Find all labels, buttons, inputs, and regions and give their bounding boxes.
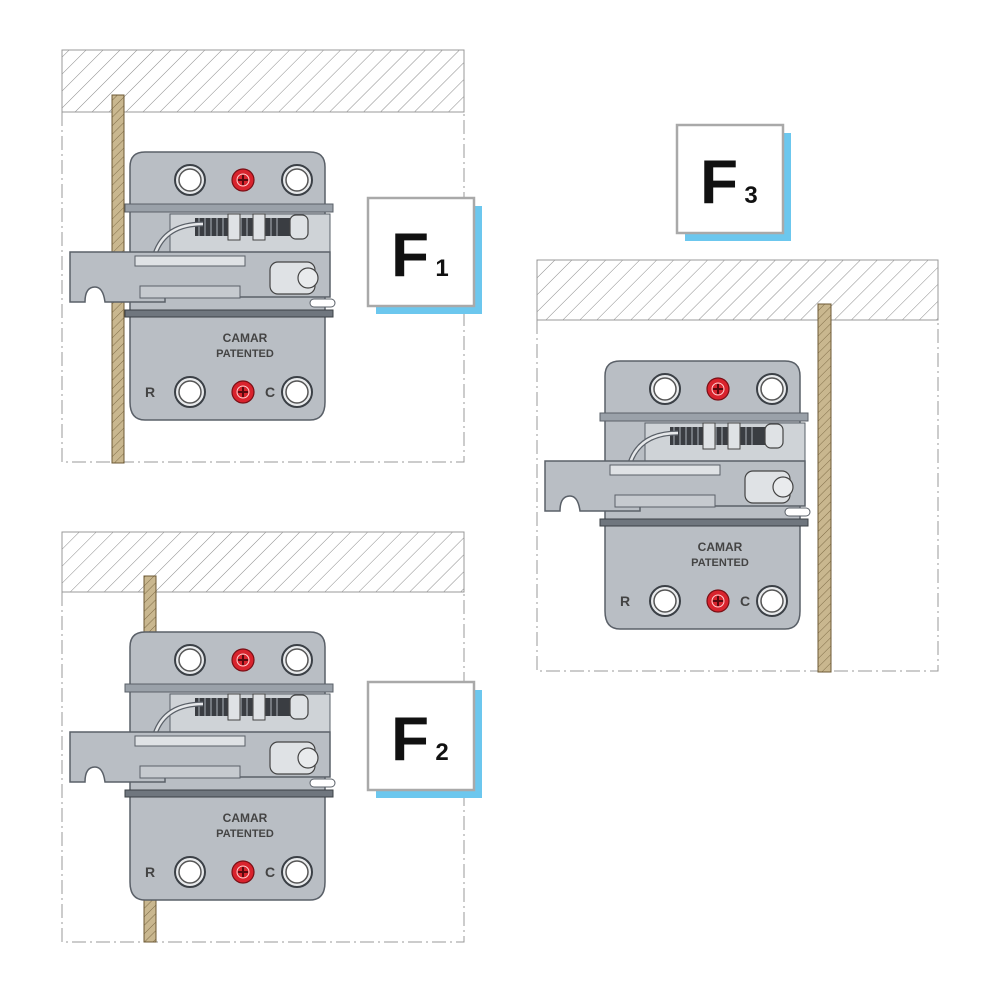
- label-main: F: [700, 148, 738, 217]
- panel-f3: CAMAR PATENTED R C F 3: [536, 123, 939, 673]
- label-f1: F 1: [366, 196, 484, 316]
- mark-r: R: [145, 384, 155, 400]
- panel-f1: CAMAR PATENTED R C F 1: [61, 49, 484, 464]
- stamp-text: PATENTED: [691, 557, 749, 569]
- stamp-text: PATENTED: [216, 828, 274, 840]
- label-sub: 1: [435, 255, 448, 282]
- mark-c: C: [740, 593, 750, 609]
- label-main: F: [391, 705, 429, 774]
- cabinet-outline: [61, 112, 465, 463]
- mark-c: C: [265, 864, 275, 880]
- label-main: F: [391, 221, 429, 290]
- brand-text: CAMAR: [698, 540, 743, 554]
- ceiling-section: [61, 49, 465, 113]
- brand-text: CAMAR: [223, 331, 268, 345]
- cabinet-outline: [61, 592, 465, 943]
- label-sub: 2: [435, 739, 448, 766]
- label-f2: F 2: [366, 680, 484, 800]
- label-sub: 3: [744, 182, 757, 209]
- mark-c: C: [265, 384, 275, 400]
- ceiling-section: [536, 259, 939, 321]
- hanger-bracket: CAMAR PATENTED R C: [70, 152, 335, 420]
- brand-text: CAMAR: [223, 811, 268, 825]
- stamp-text: PATENTED: [216, 348, 274, 360]
- hanger-bracket: CAMAR PATENTED R C: [545, 361, 810, 629]
- panel-f2: CAMAR PATENTED R C F 2: [61, 531, 484, 943]
- cabinet-outline: [536, 320, 939, 672]
- hanger-bracket: CAMAR PATENTED R C: [70, 632, 335, 900]
- mark-r: R: [145, 864, 155, 880]
- label-f3: F 3: [675, 123, 793, 243]
- mark-r: R: [620, 593, 630, 609]
- ceiling-section: [61, 531, 465, 593]
